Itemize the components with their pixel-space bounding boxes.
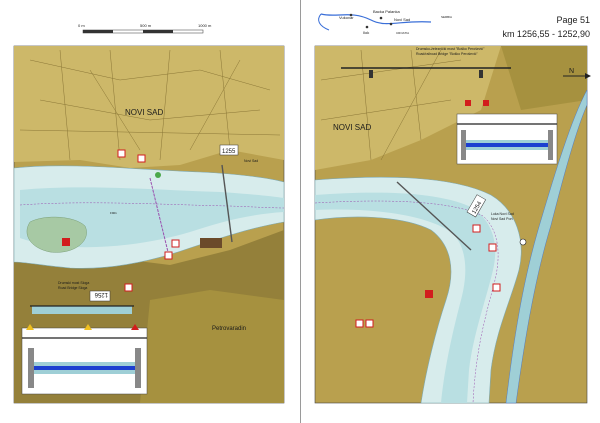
locator-country-croatia: CROATIA xyxy=(396,31,409,35)
fortress-image xyxy=(200,238,222,248)
traffic-sign-2 xyxy=(137,154,146,163)
locator-town-backa-palanka: Backa Palanka xyxy=(373,9,400,14)
right-traffic-sign-1 xyxy=(472,224,481,233)
right-traffic-sign-2 xyxy=(488,243,497,252)
traffic-sign-5 xyxy=(124,283,133,292)
km-sign-1255: 1255 xyxy=(219,144,239,156)
right-sailing-line xyxy=(314,200,499,404)
right-navigation-channel xyxy=(315,192,496,403)
locator-town-novi-sad: Novi Sad xyxy=(394,17,410,22)
locator-map: Vukovar Backa Palanka Novi Sad Ilok SERB… xyxy=(318,9,452,35)
scale-label-0: 0 m xyxy=(78,23,85,28)
right-page: Page 51 km 1256,55 - 1252,90 Vukovar Bac… xyxy=(301,0,600,423)
red-marker-island xyxy=(62,238,70,246)
anchor-icon xyxy=(519,238,527,246)
locator-town-ilok: Ilok xyxy=(363,30,369,35)
left-map: 0 m 500 m 1000 m xyxy=(13,23,285,404)
page-divider xyxy=(300,0,301,423)
river-island xyxy=(26,216,87,253)
scale-label-1000: 1000 m xyxy=(198,23,212,28)
right-city-label: NOVI SAD xyxy=(333,123,371,132)
left-page: 0 m 500 m 1000 m xyxy=(13,23,285,404)
right-traffic-sign-5 xyxy=(365,319,374,328)
bridge-title-line-2: Road/railroad Bridge "Boško Perošević" xyxy=(416,52,478,56)
port-label-line-2: Novi Sad Port xyxy=(491,217,513,221)
bridge-sloga xyxy=(149,177,169,253)
bridge-title-line-1: Drumsko-železnički most "Boško Perošević… xyxy=(416,47,485,51)
petrovaradin-area xyxy=(140,290,284,403)
locator-town-vukovar: Vukovar xyxy=(339,15,354,20)
page-number: Page 51 xyxy=(556,15,590,25)
traffic-sign-3 xyxy=(171,239,180,248)
red-marker-top-1 xyxy=(465,100,471,106)
north-arrow-icon: N xyxy=(563,68,591,79)
right-traffic-sign-4 xyxy=(355,319,364,328)
traffic-sign-1 xyxy=(117,149,126,158)
bridge-name-line-2: Road Bridge Sloga xyxy=(58,286,87,290)
sailing-line xyxy=(19,202,285,209)
green-buoy xyxy=(155,172,161,178)
city-area xyxy=(14,46,284,168)
district-label-petrovaradin: Petrovaradin xyxy=(212,326,246,332)
small-label-novi-sad: Novi Sad xyxy=(244,159,258,163)
bridge-varadin xyxy=(221,164,233,243)
bridge-elevation-diagram xyxy=(21,305,148,395)
right-map: Vukovar Backa Palanka Novi Sad Ilok SERB… xyxy=(314,9,591,404)
right-traffic-sign-3 xyxy=(492,283,501,292)
right-bridge-elevation xyxy=(456,113,558,165)
km-sign-1256: 1256 xyxy=(89,290,111,302)
port-label-line-1: Luka Novi Sad xyxy=(491,212,514,216)
svg-text:N: N xyxy=(569,68,574,75)
red-marker-top-2 xyxy=(483,100,489,106)
scale-label-500: 500 m xyxy=(140,23,152,28)
svg-text:1256: 1256 xyxy=(94,291,108,297)
street-grid xyxy=(19,49,281,161)
city-label-novi-sad: NOVI SAD xyxy=(125,108,163,117)
right-city-area xyxy=(315,46,501,170)
svg-text:1255: 1255 xyxy=(222,149,236,155)
traffic-sign-4 xyxy=(164,251,173,260)
km-range: km 1256,55 - 1252,90 xyxy=(502,29,590,39)
bridge-bosko-perosevic xyxy=(396,181,472,251)
right-upper-terrain xyxy=(501,46,587,110)
port-canal xyxy=(505,89,588,404)
scale-bar: 0 m 500 m 1000 m xyxy=(78,23,212,34)
fairway-code: F901 xyxy=(110,211,117,215)
locator-country-serbia: SERBIA xyxy=(441,15,452,19)
right-red-marker xyxy=(425,290,433,298)
bridge-name-line-1: Drumski most Sloga xyxy=(58,281,89,285)
bridge-top-diagram: Drumsko-železnički most "Boško Perošević… xyxy=(341,47,511,78)
